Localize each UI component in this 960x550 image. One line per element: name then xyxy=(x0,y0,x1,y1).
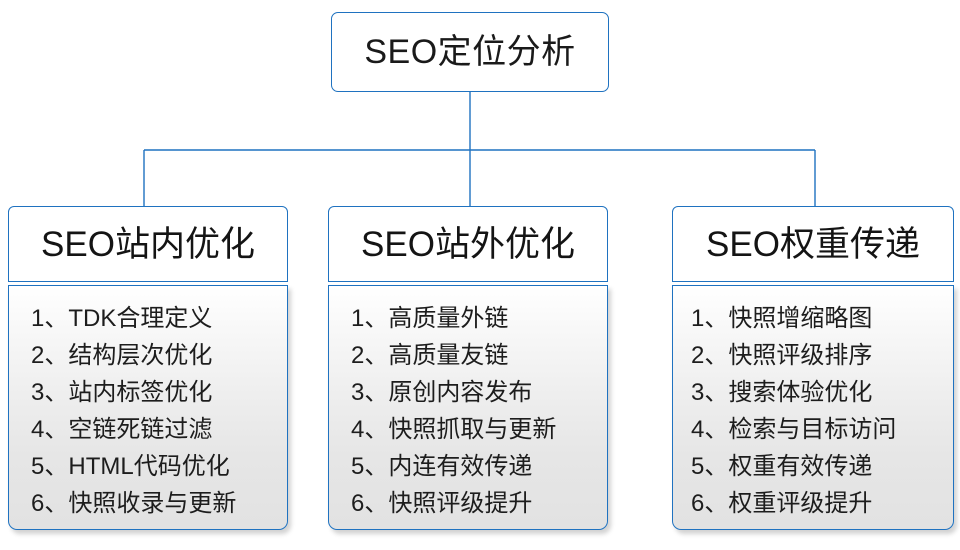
list-item-number: 6、 xyxy=(691,490,729,517)
list-item-number: 2、 xyxy=(31,342,69,369)
list-item-number: 1、 xyxy=(351,305,389,332)
branch-header-label-2: SEO站外优化 xyxy=(361,224,575,264)
list-item-text: 内连有效传递 xyxy=(388,453,533,480)
list-item-number: 2、 xyxy=(351,342,389,369)
list-item-text: HTML代码优化 xyxy=(68,453,230,480)
list-item-text: 高质量友链 xyxy=(388,342,509,369)
list-item-number: 3、 xyxy=(691,379,729,406)
list-item: 3、 原创内容发布 xyxy=(351,374,532,411)
list-item-number: 4、 xyxy=(31,416,69,443)
list-item-number: 2、 xyxy=(691,342,729,369)
list-item: 6、 权重评级提升 xyxy=(691,485,872,522)
list-item-text: 结构层次优化 xyxy=(68,342,213,369)
list-item-number: 4、 xyxy=(351,416,389,443)
list-item: 2、 结构层次优化 xyxy=(31,337,212,374)
root-node[interactable]: SEO定位分析 xyxy=(331,12,609,92)
list-item: 1、 TDK合理定义 xyxy=(31,300,212,337)
branch-header-1[interactable]: SEO站内优化 xyxy=(8,206,288,282)
list-item-number: 5、 xyxy=(31,453,69,480)
list-item-text: 快照评级提升 xyxy=(388,490,533,517)
list-item-text: 高质量外链 xyxy=(388,305,509,332)
list-item: 1、 高质量外链 xyxy=(351,300,508,337)
list-item-text: 快照收录与更新 xyxy=(68,490,237,517)
list-item: 2、 快照评级排序 xyxy=(691,337,872,374)
root-node-label: SEO定位分析 xyxy=(364,33,576,71)
list-item: 2、 高质量友链 xyxy=(351,337,508,374)
list-item: 6、 快照收录与更新 xyxy=(31,485,236,522)
list-item: 6、 快照评级提升 xyxy=(351,485,532,522)
list-item-number: 5、 xyxy=(691,453,729,480)
list-item: 1、 快照增缩略图 xyxy=(691,300,872,337)
list-item: 5、 权重有效传递 xyxy=(691,448,872,485)
list-item-text: 快照评级排序 xyxy=(728,342,873,369)
list-item-text: 原创内容发布 xyxy=(388,379,533,406)
list-item-number: 3、 xyxy=(31,379,69,406)
branch-header-label-1: SEO站内优化 xyxy=(41,224,255,264)
list-item-text: 快照抓取与更新 xyxy=(388,416,557,443)
list-item-number: 5、 xyxy=(351,453,389,480)
branch-body-1: 1、 TDK合理定义 2、 结构层次优化 3、 站内标签优化 4、 空链死链过滤… xyxy=(8,285,288,530)
list-item-text: TDK合理定义 xyxy=(68,305,213,332)
list-item-text: 站内标签优化 xyxy=(68,379,213,406)
list-item-text: 搜索体验优化 xyxy=(728,379,873,406)
list-item-text: 快照增缩略图 xyxy=(728,305,873,332)
list-item-number: 6、 xyxy=(351,490,389,517)
branch-header-3[interactable]: SEO权重传递 xyxy=(672,206,954,282)
list-item-number: 6、 xyxy=(31,490,69,517)
branch-header-2[interactable]: SEO站外优化 xyxy=(328,206,608,282)
list-item: 4、 快照抓取与更新 xyxy=(351,411,556,448)
list-item-number: 1、 xyxy=(31,305,69,332)
list-item-text: 检索与目标访问 xyxy=(728,416,897,443)
list-item: 4、 检索与目标访问 xyxy=(691,411,896,448)
list-item-text: 权重有效传递 xyxy=(728,453,873,480)
branch-header-label-3: SEO权重传递 xyxy=(706,224,920,264)
list-item-text: 权重评级提升 xyxy=(728,490,873,517)
branch-column-1: SEO站内优化 1、 TDK合理定义 2、 结构层次优化 3、 站内标签优化 4… xyxy=(8,206,288,530)
list-item: 4、 空链死链过滤 xyxy=(31,411,212,448)
list-item: 5、 HTML代码优化 xyxy=(31,448,230,485)
branch-column-2: SEO站外优化 1、 高质量外链 2、 高质量友链 3、 原创内容发布 4、 快… xyxy=(328,206,608,530)
list-item: 3、 搜索体验优化 xyxy=(691,374,872,411)
list-item-number: 1、 xyxy=(691,305,729,332)
list-item: 3、 站内标签优化 xyxy=(31,374,212,411)
branch-column-3: SEO权重传递 1、 快照增缩略图 2、 快照评级排序 3、 搜索体验优化 4、… xyxy=(672,206,954,530)
list-item-number: 3、 xyxy=(351,379,389,406)
list-item-text: 空链死链过滤 xyxy=(68,416,213,443)
list-item-number: 4、 xyxy=(691,416,729,443)
list-item: 5、 内连有效传递 xyxy=(351,448,532,485)
branch-body-3: 1、 快照增缩略图 2、 快照评级排序 3、 搜索体验优化 4、 检索与目标访问… xyxy=(672,285,954,530)
branch-body-2: 1、 高质量外链 2、 高质量友链 3、 原创内容发布 4、 快照抓取与更新 5… xyxy=(328,285,608,530)
